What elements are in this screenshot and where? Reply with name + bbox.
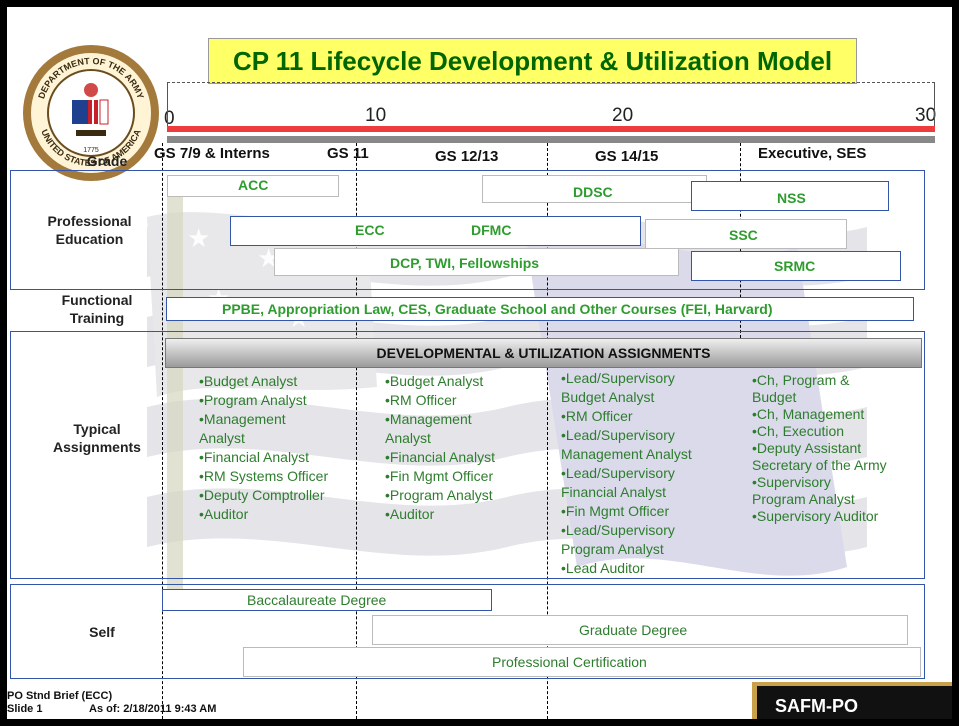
assignments-gs-7-9-list: •Budget Analyst •Program Analyst •Manage… — [199, 372, 328, 524]
brand-badge: SAFM-PO — [752, 682, 952, 719]
ddsc-label: DDSC — [573, 184, 613, 200]
list-item: Financial Analyst — [561, 484, 667, 500]
ecc-dfmc-bar — [230, 216, 641, 246]
list-item: •Financial Analyst — [385, 449, 495, 465]
scale-tick-20: 20 — [612, 105, 634, 126]
scale-bracket — [167, 82, 935, 126]
list-item: Secretary of the Army — [752, 457, 887, 473]
list-item: Program Analyst — [561, 541, 664, 557]
list-item: •Supervisory — [752, 474, 831, 490]
slide: ★ ★ ★ ★ ★ DEPARTMENT OF THE ARMY UNITED … — [7, 7, 952, 719]
functional-training-text: PPBE, Appropriation Law, CES, Graduate S… — [222, 301, 773, 317]
nss-bar — [691, 181, 889, 211]
nss-label: NSS — [777, 190, 806, 206]
footer-slide-number: Slide 1 — [7, 703, 43, 715]
list-item: •RM Officer — [385, 392, 457, 408]
typical-assignments-label: Typical Assignments — [53, 421, 141, 455]
list-item: Budget Analyst — [561, 389, 655, 405]
page-title: CP 11 Lifecycle Development & Utilizatio… — [208, 38, 857, 84]
list-item: •Deputy Assistant — [752, 440, 862, 456]
list-item: •Ch, Program & — [752, 372, 850, 388]
divider-line — [356, 143, 357, 719]
list-item: •Budget Analyst — [385, 373, 484, 389]
list-item: •Fin Mgmt Officer — [561, 503, 670, 519]
list-item: •Supervisory Auditor — [752, 508, 879, 524]
scale-tick-10: 10 — [365, 105, 387, 126]
list-item: Budget — [752, 389, 797, 405]
baccalaureate-bar — [162, 589, 492, 611]
list-item: •Management — [385, 411, 472, 427]
assignments-gs-11-13-list: •Budget Analyst •RM Officer •Management … — [385, 372, 495, 524]
grade-gs-7-9: GS 7/9 & Interns — [154, 145, 270, 162]
timeline-gray-bar — [167, 136, 935, 143]
ssc-bar — [645, 219, 847, 249]
grade-gs-12-13: GS 12/13 — [435, 148, 499, 165]
list-item: •Lead/Supervisory — [561, 427, 675, 443]
assignments-executive-list: •Ch, Program & Budget •Ch, Management •C… — [752, 372, 887, 525]
certification-bar — [243, 647, 921, 677]
list-item: •Program Analyst — [385, 487, 493, 503]
grade-executive-ses: Executive, SES — [758, 145, 867, 162]
ssc-label: SSC — [729, 227, 758, 243]
list-item: Management Analyst — [561, 446, 692, 462]
assignments-gs-14-15-list: •Lead/Supervisory Budget Analyst •RM Off… — [561, 369, 692, 578]
list-item: •Deputy Comptroller — [199, 487, 325, 503]
scale-tick-30: 30 — [915, 105, 937, 126]
svg-text:★: ★ — [187, 223, 210, 253]
professional-education-label: Professional Education — [47, 213, 132, 247]
functional-training-bar — [166, 297, 914, 321]
list-item: •Lead Auditor — [561, 560, 645, 576]
list-item: •Lead/Supervisory — [561, 522, 675, 538]
list-item: •Financial Analyst — [199, 449, 309, 465]
srmc-bar — [691, 251, 901, 281]
srmc-label: SRMC — [774, 258, 816, 274]
graduate-bar — [372, 615, 908, 645]
certification-label: Professional Certification — [492, 654, 647, 670]
list-item: Program Analyst — [752, 491, 855, 507]
ecc-label: ECC — [355, 222, 385, 238]
svg-text:1775: 1775 — [83, 147, 99, 154]
army-seal-logo: DEPARTMENT OF THE ARMY UNITED STATES OF … — [23, 45, 159, 181]
list-item: •Auditor — [385, 506, 435, 522]
assignments-header: DEVELOPMENTAL & UTILIZATION ASSIGNMENTS — [165, 338, 922, 368]
graduate-label: Graduate Degree — [579, 622, 688, 638]
list-item: Analyst — [385, 430, 431, 446]
typical-assignments-section — [10, 331, 925, 579]
dcp-bar — [274, 248, 679, 276]
list-item: Analyst — [199, 430, 245, 446]
ddsc-bar — [482, 175, 707, 203]
footer-brief-name: PO Stnd Brief (ECC) — [7, 690, 113, 702]
list-item: •Budget Analyst — [199, 373, 298, 389]
list-item: •Fin Mgmt Officer — [385, 468, 494, 484]
list-item: •RM Officer — [561, 408, 633, 424]
acc-label: ACC — [238, 177, 269, 193]
list-item: •Lead/Supervisory — [561, 370, 675, 386]
grade-gs-11: GS 11 — [327, 145, 369, 162]
self-label: Self — [89, 624, 115, 640]
dfmc-label: DFMC — [471, 222, 512, 238]
grade-row-label: Grade — [86, 153, 128, 169]
dcp-twi-fellowships-label: DCP, TWI, Fellowships — [390, 255, 540, 271]
scale-tick-0: 0 — [164, 108, 175, 129]
list-item: •Ch, Execution — [752, 423, 845, 439]
list-item: •Program Analyst — [199, 392, 307, 408]
timeline-red-bar — [167, 126, 935, 132]
list-item: •Ch, Management — [752, 406, 865, 422]
list-item: •Lead/Supervisory — [561, 465, 675, 481]
list-item: •Auditor — [199, 506, 249, 522]
list-item: •Management — [199, 411, 286, 427]
footer-date: As of: 2/18/2011 9:43 AM — [89, 703, 217, 715]
functional-training-label: Functional Training — [61, 292, 133, 326]
divider-line — [162, 143, 163, 719]
acc-bar — [167, 175, 339, 197]
list-item: •RM Systems Officer — [199, 468, 329, 484]
professional-education-section — [10, 170, 925, 290]
divider-line — [547, 143, 548, 719]
baccalaureate-label: Baccalaureate Degree — [247, 592, 387, 608]
grade-gs-14-15: GS 14/15 — [595, 148, 659, 165]
self-section — [10, 584, 925, 679]
